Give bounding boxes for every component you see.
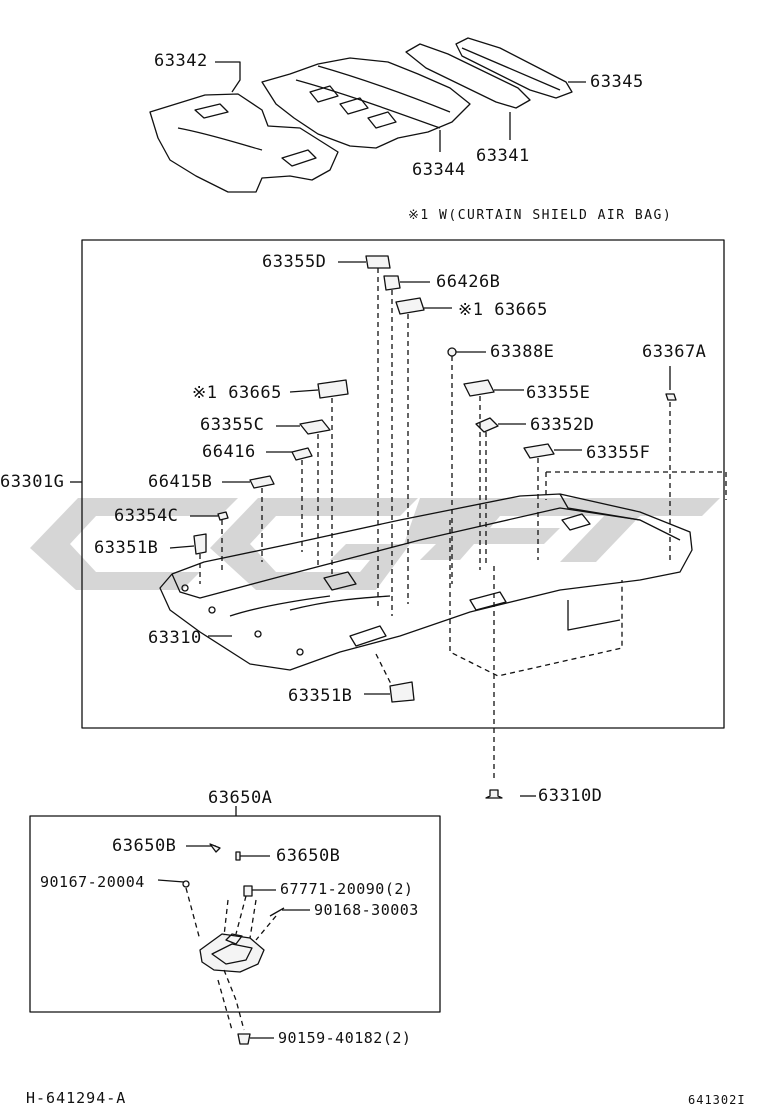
pin-63650B-left-shape	[209, 843, 221, 853]
pad-63342-shape	[149, 93, 339, 193]
label-90159-40182: 90159-40182(2)	[278, 1029, 412, 1047]
label-67771-20090: 67771-20090(2)	[280, 880, 414, 898]
lamp-assembly-frame	[29, 815, 441, 1013]
clip-67771-shape	[243, 885, 253, 897]
airbag-note: ※1 W(CURTAIN SHIELD AIR BAG)	[408, 208, 673, 223]
label-63388E: 63388E	[490, 342, 555, 362]
label-63355F: 63355F	[586, 443, 651, 463]
label-63301G: 63301G	[0, 472, 65, 492]
part-63351B-left-shape	[193, 533, 207, 555]
label-63344: 63344	[412, 160, 466, 180]
label-63352D: 63352D	[530, 415, 595, 435]
part-63355E-shape	[463, 379, 495, 397]
label-63351B-left: 63351B	[94, 538, 159, 558]
part-63355D-shape	[365, 255, 391, 269]
clip-63310D-shape	[485, 789, 503, 799]
label-63355C: 63355C	[200, 415, 265, 435]
part-63367A-shape	[665, 393, 677, 401]
part-63352D-shape	[475, 417, 499, 433]
part-66426B-shape	[383, 275, 401, 291]
screw-90159-shape	[237, 1033, 251, 1045]
part-63388E-shape	[447, 347, 457, 357]
lamp-body-shape	[199, 933, 265, 973]
part-66415B-shape	[249, 475, 275, 489]
label-63310D: 63310D	[538, 786, 603, 806]
label-90167-20004: 90167-20004	[40, 873, 145, 891]
label-66415B: 66415B	[148, 472, 213, 492]
label-63665-left: ※1 63665	[192, 383, 282, 403]
label-63310: 63310	[148, 628, 202, 648]
label-90168-30003: 90168-30003	[314, 901, 419, 919]
label-63355E: 63355E	[526, 383, 591, 403]
pad-63345-shape	[455, 37, 573, 99]
part-63354C-shape	[217, 511, 229, 521]
label-63354C: 63354C	[114, 506, 179, 526]
screw-90168-shape	[269, 907, 285, 917]
part-63665-left-shape	[317, 379, 349, 399]
part-63355C-shape	[299, 419, 331, 435]
footer-right-code: 641302I	[688, 1093, 746, 1107]
label-66416: 66416	[202, 442, 256, 462]
label-63345: 63345	[590, 72, 644, 92]
headliner-63310-shape	[159, 493, 693, 671]
label-63650A: 63650A	[208, 788, 273, 808]
pad-63341-shape	[405, 43, 531, 109]
label-63650B-left: 63650B	[112, 836, 177, 856]
label-63355D: 63355D	[262, 252, 327, 272]
label-63342: 63342	[154, 51, 208, 71]
label-63650B-right: 63650B	[276, 846, 341, 866]
screw-90167-shape	[182, 880, 190, 888]
headliner-assembly-frame	[81, 239, 725, 729]
pad-63344-shape	[261, 57, 471, 149]
part-63665-top-shape	[395, 297, 425, 315]
part-66416-shape	[291, 447, 313, 461]
label-63665-top: ※1 63665	[458, 300, 548, 320]
label-66426B: 66426B	[436, 272, 501, 292]
label-63367A: 63367A	[642, 342, 707, 362]
label-63351B-bottom: 63351B	[288, 686, 353, 706]
part-63351B-bottom-shape	[389, 681, 415, 703]
footer-left-code: H-641294-A	[26, 1089, 127, 1107]
part-63355F-shape	[523, 443, 555, 459]
label-63341: 63341	[476, 146, 530, 166]
pin-63650B-right-shape	[235, 851, 241, 861]
